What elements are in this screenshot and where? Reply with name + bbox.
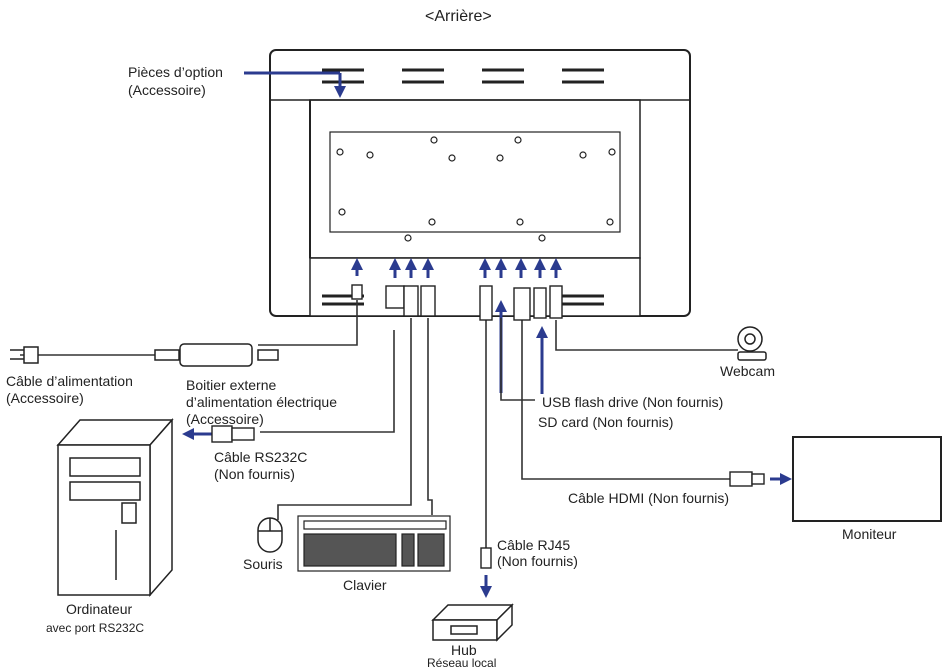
hdmi-connector — [729, 471, 765, 487]
lan-hub — [431, 603, 514, 642]
label-adapter: Boitier externe — [186, 377, 277, 393]
connector-plugs — [351, 284, 563, 321]
cables — [20, 300, 738, 548]
label-keyboard: Clavier — [343, 577, 387, 593]
label-lan: Réseau local — [427, 656, 497, 670]
label-mouse: Souris — [243, 556, 283, 572]
label-power-cable-note: (Accessoire) — [6, 390, 84, 406]
computer-tower — [56, 418, 174, 597]
label-rj45: Câble RJ45 — [497, 537, 571, 553]
label-sd-card: SD card (Non fournis) — [538, 414, 674, 430]
label-adapter-2: d’alimentation électrique — [186, 394, 337, 410]
label-usb-flash: USB flash drive (Non fournis) — [542, 394, 724, 410]
diagram-title: <Arrière> — [425, 8, 492, 25]
webcam — [737, 326, 767, 361]
label-adapter-note: (Accessoire) — [186, 411, 264, 427]
label-hdmi: Câble HDMI (Non fournis) — [568, 490, 730, 506]
label-option-parts: Pièces d’option — [128, 64, 223, 80]
display-rear — [269, 49, 691, 317]
rj45-plug — [480, 547, 492, 569]
label-computer: Ordinateur — [66, 601, 133, 617]
external-monitor — [792, 436, 942, 522]
label-rs232c-note: (Non fournis) — [214, 466, 295, 482]
label-rj45-note: (Non fournis) — [497, 553, 578, 569]
option-parts-pointer — [244, 71, 346, 98]
label-monitor: Moniteur — [842, 526, 897, 542]
label-rs232c: Câble RS232C — [214, 449, 308, 465]
label-computer-note: avec port RS232C — [46, 621, 145, 635]
keyboard — [297, 515, 451, 572]
power-adapter — [10, 343, 279, 367]
rs232c-connector — [211, 425, 255, 443]
label-option-parts-note: (Accessoire) — [128, 82, 206, 98]
mouse — [257, 517, 283, 553]
label-power-cable: Câble d’alimentation — [6, 373, 133, 389]
label-hub: Hub — [451, 642, 477, 658]
label-webcam: Webcam — [720, 363, 775, 379]
